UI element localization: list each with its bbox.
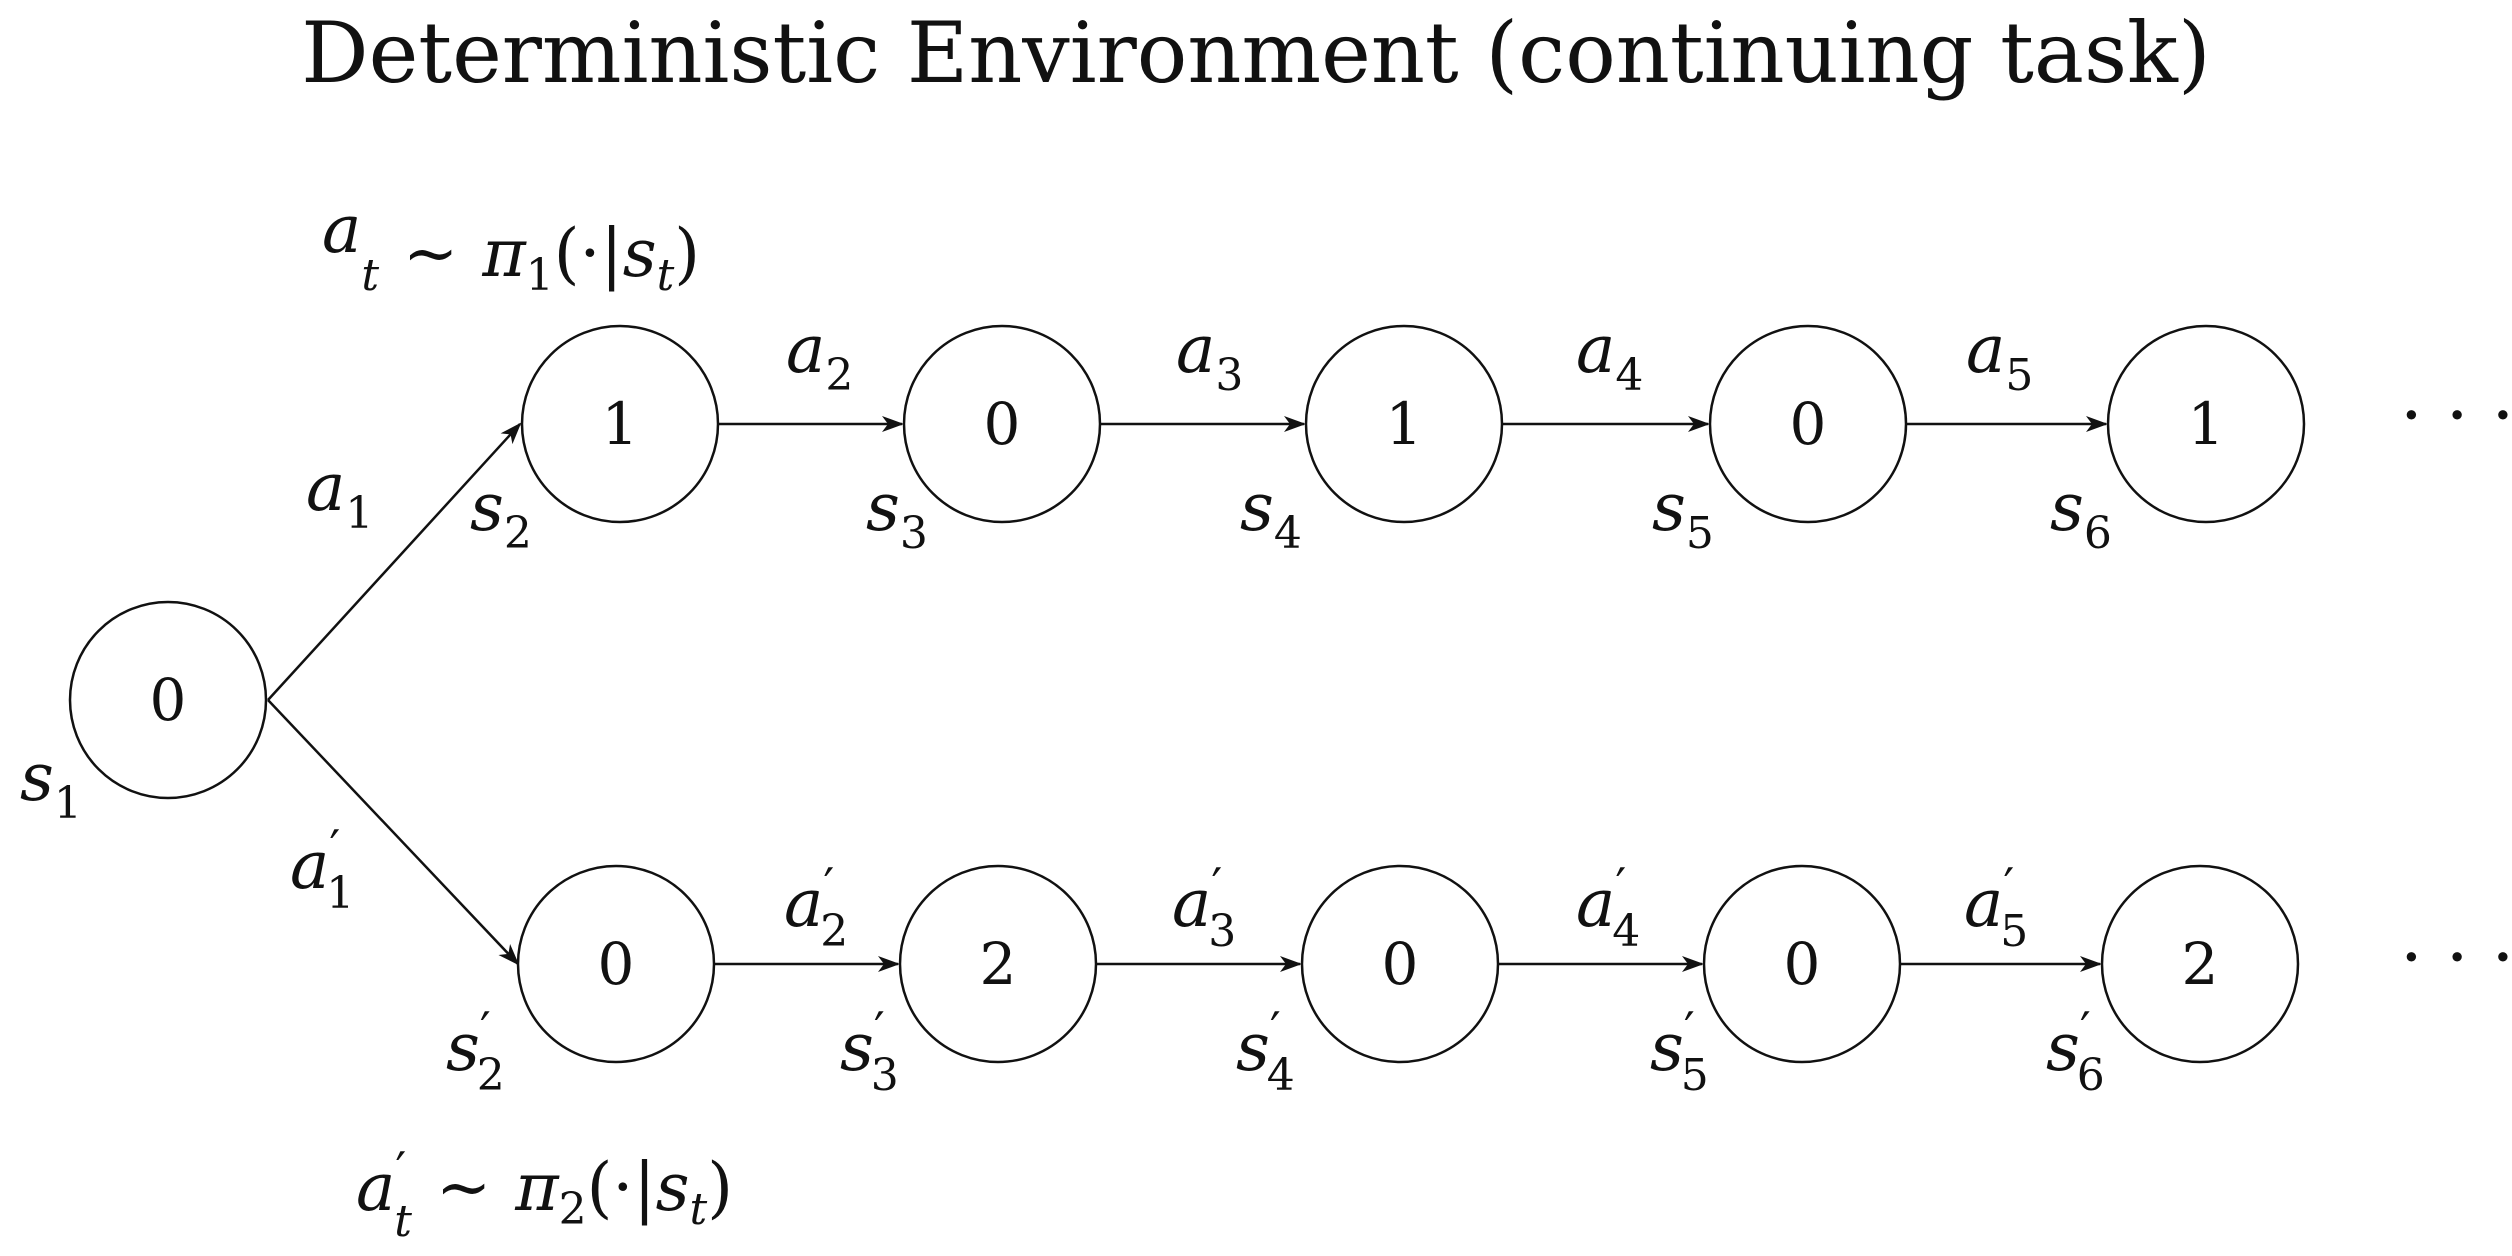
- bottom-row-node: 0 s′2: [446, 864, 716, 1101]
- start-node-state-label: s1: [20, 739, 82, 829]
- bottom-row-state-label: s′6: [2046, 1002, 2105, 1101]
- bottom-row-edge-label: a′4: [1576, 858, 1640, 957]
- top-row-node-value: 0: [1790, 390, 1827, 458]
- bottom-row-edge-label: a′2: [784, 858, 848, 957]
- bottom-row-edge-label: a′5: [1964, 858, 2028, 957]
- top-row-node-value: 1: [602, 390, 639, 458]
- top-row-state-label: s6: [2050, 469, 2112, 559]
- top-row-node-circle: [520, 324, 720, 524]
- policy-bottom-policy-sub: 2: [559, 1184, 587, 1235]
- bottom-row-edge-label: a′3: [1172, 858, 1236, 957]
- bottom-row-node-circle: [2100, 864, 2300, 1064]
- bottom-row-node: 0 s′4: [1236, 864, 1500, 1101]
- bottom-row-node-value: 2: [980, 930, 1017, 998]
- bottom-row-state-label: s′2: [446, 1002, 505, 1101]
- top-row-edge-label: a2: [786, 311, 853, 401]
- policy-top: at~π1(·|st): [322, 191, 700, 301]
- policy-bottom-action: a: [356, 1149, 395, 1226]
- top-row-node: 0 s3: [866, 324, 1102, 559]
- policy-bottom-arg-close: ): [707, 1149, 733, 1226]
- top-row-edge-label: a4: [1576, 311, 1643, 401]
- top-row-edge-label: a5: [1966, 311, 2033, 401]
- start-node-value: 0: [150, 666, 187, 734]
- bottom-row-edge-label: a′1: [290, 820, 354, 919]
- bottom-row-node-value: 0: [598, 930, 635, 998]
- policy-bottom-action-prime: ′: [395, 1142, 406, 1198]
- policy-bottom: a′t~π2(·|st): [356, 1142, 733, 1247]
- policy-bottom-policy: π: [514, 1149, 560, 1226]
- bottom-row-node-value: 2: [2182, 930, 2219, 998]
- policy-bottom-action-sub: t: [394, 1196, 412, 1247]
- start-node-circle: [68, 600, 268, 800]
- policy-top-policy: π: [481, 215, 527, 292]
- start-node: 0 s1: [20, 600, 268, 829]
- top-row-node-circle: [902, 324, 1102, 524]
- top-row-state-label: s3: [866, 469, 928, 559]
- top-row-state-label: s4: [1240, 469, 1302, 559]
- edge-s1-to-s2: [267, 422, 522, 701]
- policy-top-arg-close: ): [674, 215, 700, 292]
- policy-top-state-sub: t: [657, 250, 675, 301]
- top-row-edge-label: a3: [1176, 311, 1243, 401]
- policy-top-arg-open: (·|: [554, 215, 623, 292]
- policy-top-relation: ~: [403, 215, 458, 292]
- bottom-row-node-value: 0: [1784, 930, 1821, 998]
- top-row-node: 1 s4: [1240, 324, 1504, 559]
- edge-s1-to-s2prime: [267, 699, 520, 966]
- policy-bottom-arg-open: (·|: [587, 1149, 656, 1226]
- bottom-row-node-circle: [898, 864, 1098, 1064]
- bottom-row-ellipsis: · · ·: [2400, 915, 2512, 999]
- bottom-row-state-label: s′3: [840, 1002, 899, 1101]
- bottom-row-node-circle: [516, 864, 716, 1064]
- policy-top-action: a: [322, 191, 361, 268]
- top-row-state-label: s5: [1652, 469, 1714, 559]
- diagram-title: Deterministic Environment (continuing ta…: [301, 4, 2210, 102]
- policy-bottom-state: s: [656, 1149, 690, 1226]
- top-row-ellipsis: · · ·: [2400, 373, 2512, 457]
- top-row-node: 0 s5: [1652, 324, 1908, 559]
- bottom-row-state-label: s′5: [1650, 1002, 1709, 1101]
- top-row-state-label: s2: [470, 469, 532, 559]
- top-row-node-circle: [2106, 324, 2306, 524]
- policy-bottom-state-sub: t: [690, 1184, 708, 1235]
- bottom-row-node: 2 s′6: [2046, 864, 2300, 1101]
- bottom-row-node-circle: [1300, 864, 1500, 1064]
- policy-top-action-sub: t: [361, 250, 379, 301]
- top-row-node: 1 s6: [2050, 324, 2306, 559]
- policy-bottom-relation: ~: [436, 1149, 491, 1226]
- top-row-node-value: 0: [984, 390, 1021, 458]
- top-row-node-circle: [1304, 324, 1504, 524]
- bottom-row-node-value: 0: [1382, 930, 1419, 998]
- top-row: 1 s2 0 s3 1 s4 0 s5 1 s6 a1 a2 a3 a4 a5: [306, 311, 2306, 559]
- bottom-row-node: 0 s′5: [1650, 864, 1902, 1101]
- policy-top-state: s: [623, 215, 657, 292]
- top-row-edge-label: a1: [306, 449, 373, 539]
- bottom-row-node-circle: [1702, 864, 1902, 1064]
- top-row-node-value: 1: [2188, 390, 2225, 458]
- policy-top-policy-sub: 1: [526, 250, 554, 301]
- top-row-node: 1 s2: [470, 324, 720, 559]
- bottom-row-state-label: s′4: [1236, 1002, 1295, 1101]
- top-row-node-circle: [1708, 324, 1908, 524]
- bottom-row-node: 2 s′3: [840, 864, 1098, 1101]
- top-row-node-value: 1: [1386, 390, 1423, 458]
- bottom-row: 0 s′2 2 s′3 0 s′4 0 s′5 2 s′6 a′1 a′2 a′3 a′4 a′5: [290, 820, 2300, 1101]
